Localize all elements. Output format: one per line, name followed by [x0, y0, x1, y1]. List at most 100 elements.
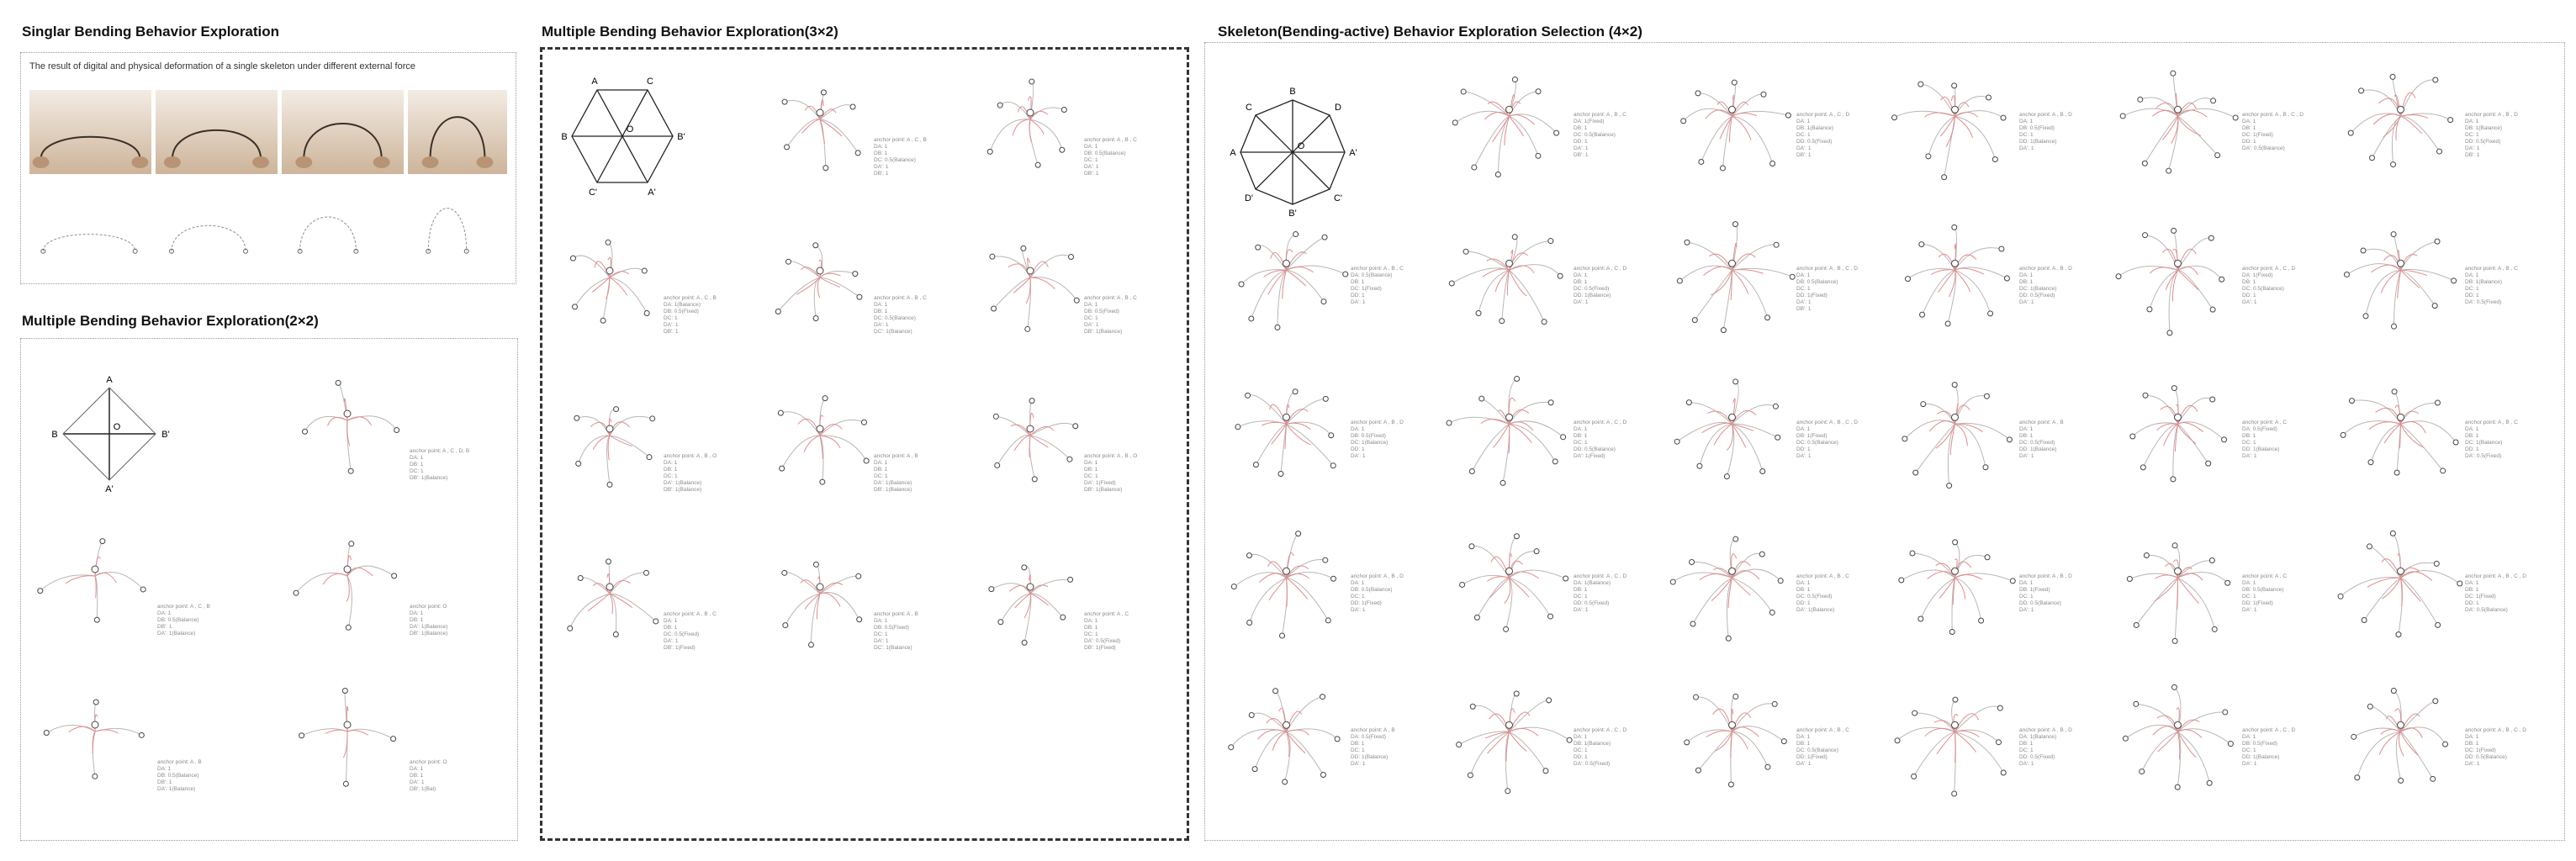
skeleton-member	[1683, 108, 1732, 122]
anchor-node	[1696, 462, 1703, 469]
active-member	[1029, 435, 1031, 458]
skeleton-cell: anchor point: A , B , C DA: 1 DB: 0.5(Ba…	[971, 66, 1173, 218]
skeleton-member	[1697, 92, 1732, 117]
active-member	[1029, 435, 1049, 448]
anchor-node	[1320, 694, 1326, 700]
anchor-node	[1293, 231, 1299, 238]
anchor-node	[777, 409, 784, 416]
anchor-node	[345, 624, 352, 631]
skeleton-member	[1029, 435, 1035, 479]
anchor-node	[2340, 431, 2346, 438]
anchor-node	[1459, 581, 1466, 588]
skeleton-member	[1732, 115, 1774, 164]
anchor-node	[2142, 392, 2149, 399]
anchor-annotation: anchor point: A , B , C , D DA: 1 DB: 1 …	[2465, 727, 2526, 767]
anchor-node	[613, 406, 620, 413]
active-member	[2157, 731, 2178, 753]
skeleton-member	[1915, 423, 1955, 473]
skeleton-member	[1286, 236, 1325, 271]
hand	[476, 156, 494, 168]
anchor-node	[822, 395, 828, 402]
key-label-a-prime: A'	[648, 188, 655, 198]
anchor-node	[1553, 129, 1560, 136]
active-member	[1935, 563, 1955, 578]
anchor-node	[577, 575, 584, 582]
skeleton-member	[1732, 404, 1776, 425]
anchor-node	[649, 415, 656, 422]
anchor-node	[2367, 459, 2374, 466]
skeleton-cell: anchor point: A , B DA: 1 DB: 1 DC: 1 DA…	[761, 383, 963, 534]
skeleton-member	[1257, 245, 1287, 271]
digital-arc	[427, 208, 468, 251]
anchor-node	[1719, 165, 1726, 172]
skeleton-member	[2146, 554, 2178, 578]
anchor-annotation: anchor point: A , B , D DA: 1(Balance) D…	[2019, 727, 2072, 767]
anchor-node	[1021, 564, 1028, 571]
key-label-a: A	[106, 375, 113, 385]
active-member	[592, 583, 611, 594]
anchor-node	[812, 315, 819, 322]
active-member	[2372, 114, 2401, 125]
active-member	[1286, 565, 1309, 578]
skeleton-member	[1922, 269, 1955, 315]
hub-node	[1505, 567, 1513, 575]
active-member	[1506, 270, 1510, 296]
anchor-annotation: anchor point: A , B , D DA: 1 DB: 0.5(Fi…	[1351, 420, 1404, 459]
active-member	[1713, 423, 1732, 446]
active-member	[609, 593, 613, 615]
skeleton-diagram	[299, 687, 397, 787]
skeleton-member	[780, 411, 821, 436]
active-member	[1286, 269, 1307, 287]
active-member	[2177, 266, 2198, 276]
anchor-node	[1680, 118, 1687, 124]
active-member	[2152, 109, 2178, 117]
anchor-annotation: anchor point: A , C , D DA: 1(Balance) D…	[1574, 573, 1627, 613]
active-member	[1487, 101, 1510, 117]
skeleton-member	[2142, 423, 2178, 468]
skeleton-member	[1732, 244, 1777, 271]
skeleton-member	[1254, 731, 1287, 769]
skeleton-member	[346, 415, 398, 430]
active-member	[2400, 578, 2403, 607]
skeleton-member	[1912, 552, 1955, 578]
skeleton-member	[788, 261, 821, 278]
active-member	[1271, 424, 1287, 445]
anchor-node	[1321, 234, 1328, 240]
active-member	[346, 730, 369, 736]
active-member	[2400, 577, 2421, 602]
anchor-node	[1325, 617, 1331, 624]
anchor-node	[1330, 462, 1336, 469]
skeleton-member	[1698, 731, 1732, 771]
section1-caption: The result of digital and physical defor…	[29, 61, 416, 71]
skeleton-member	[2400, 562, 2437, 578]
skeleton-member	[609, 415, 653, 436]
anchor-node	[463, 248, 469, 254]
skeleton-member	[1448, 416, 1510, 425]
anchor-node	[1542, 768, 1549, 774]
skeleton-diagram	[781, 561, 863, 648]
active-member	[2177, 269, 2199, 291]
active-member	[2400, 727, 2423, 738]
anchor-node	[99, 538, 106, 545]
active-member	[1029, 119, 1045, 135]
anchor-node	[1024, 325, 1031, 332]
skeleton-cell: anchor point: A , B , C , D DA: 1 DB: 0.…	[1663, 212, 1877, 363]
skeleton-diagram	[1452, 77, 1560, 178]
skeleton-member	[2400, 402, 2438, 425]
anchor-node	[781, 569, 788, 576]
skeleton-member	[1907, 268, 1955, 280]
anchor-node	[1535, 152, 1542, 159]
active-member	[819, 424, 843, 436]
hub-node	[2174, 413, 2182, 421]
anchor-annotation: anchor point: A , C DA: 1 DB: 1 DC: 1 DA…	[1084, 611, 1129, 651]
skeleton-cell: anchor point: A , C , B DA: 1(Balance) D…	[551, 224, 753, 376]
hand	[252, 156, 270, 168]
active-member	[801, 119, 821, 134]
anchor-node	[849, 103, 856, 110]
anchor-node	[1503, 626, 1510, 632]
anchor-node	[1764, 763, 1771, 770]
anchor-node	[1320, 771, 1326, 778]
skeleton-member	[1686, 729, 1732, 743]
anchor-node	[775, 309, 781, 315]
skeleton-member	[1954, 395, 1987, 425]
